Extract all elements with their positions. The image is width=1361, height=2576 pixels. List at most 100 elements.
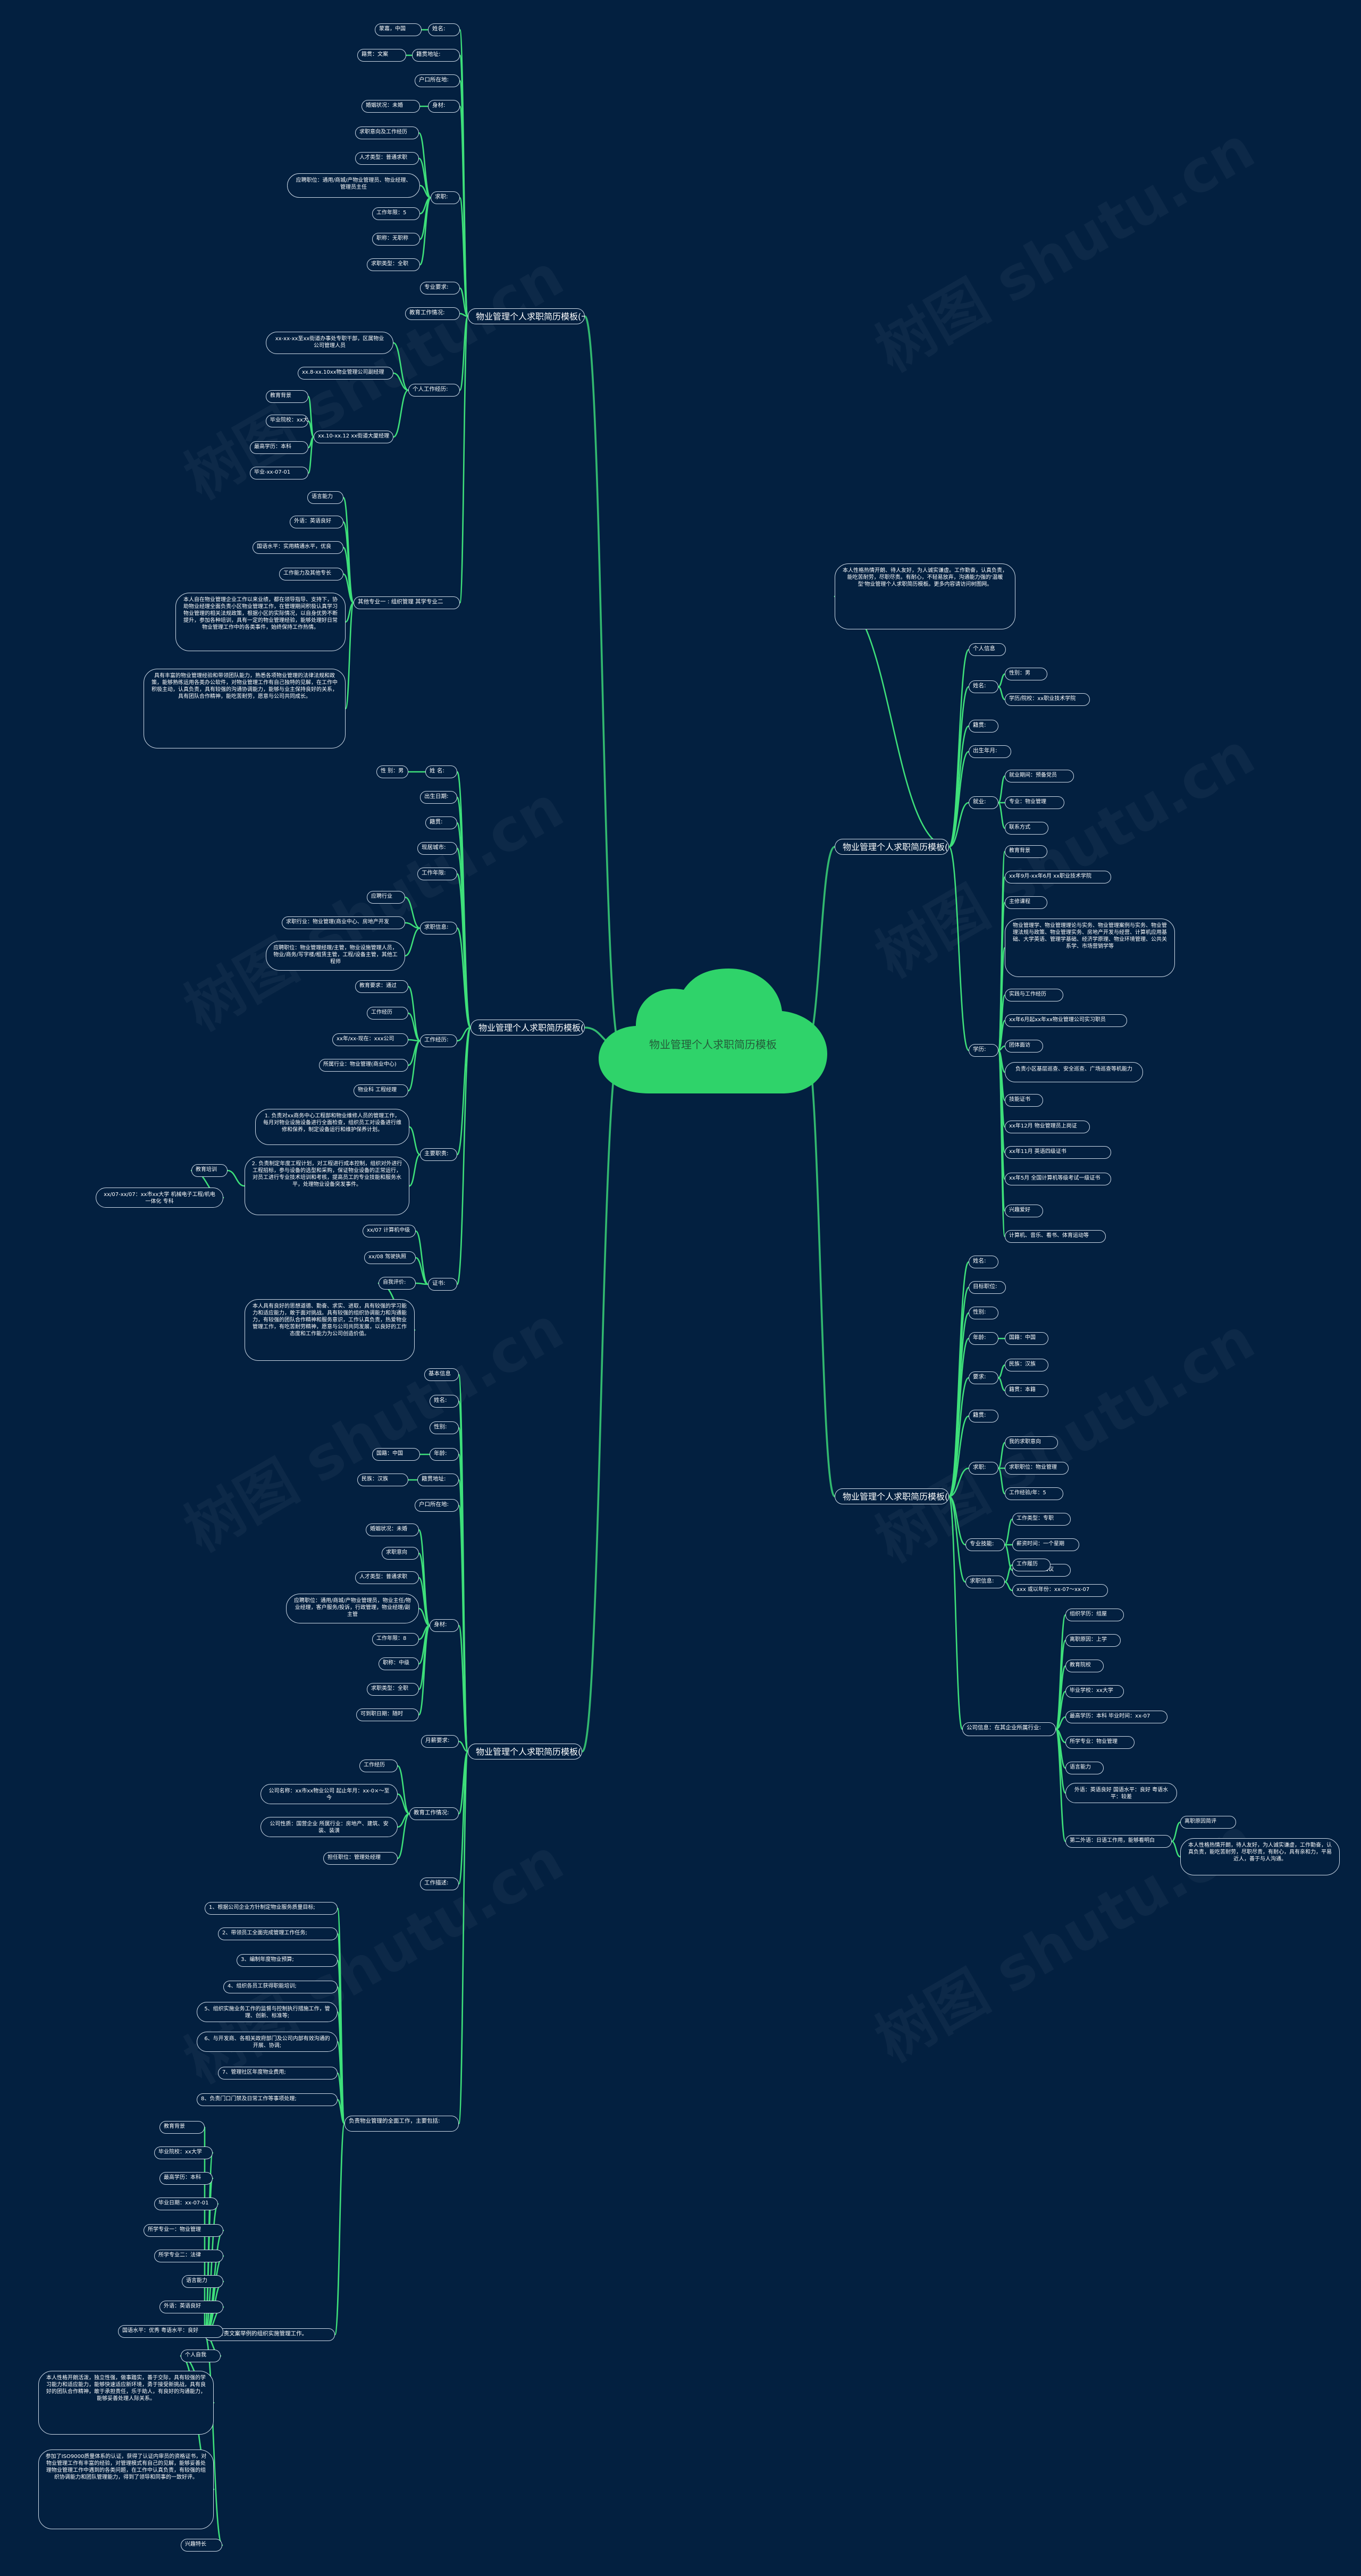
mindmap-node-b1-q2[interactable]: 应聘职位：通用/商城/产物业管理员、物业经理、管理员主任: [287, 173, 420, 198]
mindmap-node-b4-jy[interactable]: 求职信息:: [965, 1576, 1005, 1588]
mindmap-node-b1-g2[interactable]: xx.10-xx.12 xx街道大厦经理: [314, 431, 393, 443]
mindmap-node-b1-t1[interactable]: 外语：英语良好: [290, 516, 343, 528]
mindmap-node-b1-q0[interactable]: 求职意向及工作经历: [355, 127, 419, 139]
mindmap-node-b3-q0[interactable]: 应聘行业: [367, 891, 405, 904]
mindmap-node-b2-x5[interactable]: xx年6月起xx年xx物业管理公司实习职员: [1005, 1014, 1127, 1027]
mindmap-node-b1-xmv[interactable]: 蒙嘉，中国: [375, 23, 422, 36]
mindmap-node-b2-x4[interactable]: 实践与工作经历: [1005, 989, 1063, 1001]
mindmap-node-b4-i3[interactable]: 年龄:: [969, 1332, 998, 1345]
mindmap-node-b5-s6[interactable]: 求职类型：全职: [367, 1683, 419, 1696]
mindmap-node-b3-t1[interactable]: 出生日期:: [420, 791, 457, 804]
mindmap-node-b5-z5[interactable]: 6、与开发商、各相关政府部门及公司内部有效沟通的开展、协调;: [197, 2032, 338, 2052]
mindmap-node-b5-e3[interactable]: 毕业日期：xx-07-01: [154, 2198, 218, 2210]
mindmap-node-b3-zs[interactable]: 证书:: [428, 1278, 457, 1291]
mindmap-node-b1-g0[interactable]: xx-xx-xx至xx街道办事处专职干部，区属物业公司管理人员: [266, 332, 393, 354]
mindmap-node-b2-xl[interactable]: 学历/院校：xx职业技术学院: [1005, 693, 1090, 706]
mindmap-node-b5-e8[interactable]: 国语水平：优秀 粤语水平：良好: [118, 2325, 223, 2338]
mindmap-node-b1-q5[interactable]: 求职类型：全职: [367, 258, 420, 271]
mindmap-node-b5-e2[interactable]: 最高学历：本科: [159, 2172, 213, 2185]
mindmap-node-b1-q1[interactable]: 人才类型：普通求职: [355, 152, 419, 165]
mindmap-node-b4-g5[interactable]: 所学专业：物业管理: [1065, 1736, 1135, 1749]
mindmap-node-b1-stv[interactable]: 婚姻状况：未婚: [362, 100, 420, 113]
mindmap-node-b4-jg[interactable]: 籍贯:: [969, 1410, 998, 1422]
mindmap-node-b3-g1[interactable]: 工作经历: [367, 1007, 408, 1020]
mindmap-node-b4-i0[interactable]: 姓名:: [969, 1256, 998, 1268]
mindmap-node-b4-i1[interactable]: 目标职位:: [969, 1281, 1006, 1294]
mindmap-node-b5-s4[interactable]: 工作年限：8: [372, 1633, 419, 1646]
mindmap-node-b1-t2[interactable]: 国语水平：实用精通水平，优良: [253, 541, 343, 554]
mindmap-node-b3-t0[interactable]: 性 别：男: [376, 765, 408, 778]
mindmap-node-b2-x3[interactable]: 物业管理学、物业管理理论与实务、物业管理案例与实务、物业管理法规与政策、物业管理…: [1005, 919, 1175, 977]
mindmap-node-b4-qz[interactable]: 求职:: [969, 1462, 998, 1475]
mindmap-node-b5-e6[interactable]: 语言能力: [182, 2275, 223, 2288]
mindmap-node-b4-g1[interactable]: 离职原因：上学: [1065, 1634, 1121, 1647]
mindmap-node-b3-z1[interactable]: 2. 负责制定年度工程计划，对工程进行成本控制，组织对外进行工程招标，参与设备的…: [245, 1157, 409, 1215]
mindmap-node-b1-p1[interactable]: 本人自在物业管理企业工作以来业绩，都在领导指导、支持下，协助物业经理全面负责小区…: [175, 593, 346, 651]
mindmap-node-b2-xm[interactable]: 姓名:: [969, 680, 998, 693]
mindmap-node-b1-e0[interactable]: 教育背景: [266, 390, 308, 403]
mindmap-node-b5-e1[interactable]: 毕业院校：xx大学: [154, 2146, 213, 2159]
mindmap-node-b3-q1[interactable]: 求职行业：物业管理(商业中心、房地产开发: [282, 916, 405, 929]
mindmap-node-b5-s0[interactable]: 婚姻状况：未婚: [366, 1523, 419, 1536]
mindmap-node-b2-xb[interactable]: 性别：男: [1005, 668, 1047, 680]
mindmap-node-b1-jl[interactable]: 教育工作情况:: [405, 307, 460, 320]
mindmap-node-b5-z1[interactable]: 2、带领员工全面完成管理工作任务;: [218, 1927, 338, 1940]
mindmap-node-b2-z1[interactable]: 专业：物业管理: [1005, 796, 1064, 809]
mindmap-node-b2-x10[interactable]: xx年11月 英语四级证书: [1005, 1146, 1111, 1159]
mindmap-node-b5-t3[interactable]: 年龄:: [430, 1448, 459, 1461]
mindmap-node-b2-x7[interactable]: 负责小区基层巡查、安全巡查、广场巡查等机能力: [1005, 1062, 1143, 1082]
mindmap-node-b5-p2[interactable]: 参加了ISO9000质量体系的认证，获得了认证内审员的资格证书，对物业管理工作有…: [38, 2449, 214, 2529]
mindmap-node-b4-y1[interactable]: 籍贯：本籍: [1005, 1384, 1048, 1397]
mindmap-node-b4-g8[interactable]: 第二外语：日语工作用，能够看明白: [1065, 1835, 1172, 1848]
mindmap-node-b4[interactable]: 物业管理个人求职简历模板(四): [835, 1488, 949, 1504]
mindmap-node-b3-s1[interactable]: xx/08 驾驶执照: [364, 1251, 416, 1264]
mindmap-node-b1-e2[interactable]: 最高学历：本科: [250, 441, 308, 454]
mindmap-node-b5-e5[interactable]: 所学专业二：法律: [154, 2250, 223, 2262]
mindmap-node-b4-gs[interactable]: 公司信息：在其企业所属行业:: [962, 1722, 1056, 1736]
mindmap-node-b1-g1[interactable]: xx.8-xx.10xx物业管理公司副经理: [298, 367, 393, 380]
mindmap-node-b5-t3v[interactable]: 国籍：中国: [372, 1448, 420, 1461]
mindmap-node-b3-s0[interactable]: xx/07 计算机中级: [363, 1225, 416, 1238]
mindmap-node-b3-p[interactable]: 本人具有良好的思想道德、勤奋、求实、进取，具有较强的学习能力和适应能力，敢于面对…: [245, 1299, 415, 1361]
mindmap-node-b5-e4[interactable]: 所学专业一：物业管理: [144, 2224, 223, 2237]
mindmap-node-b5-jl[interactable]: 教育工作情况:: [409, 1807, 459, 1820]
mindmap-node-b1-xm[interactable]: 姓名:: [428, 23, 460, 36]
mindmap-node-b3-g2[interactable]: xx年/xx-现在：xxx公司: [332, 1033, 408, 1046]
mindmap-node-b2-zp[interactable]: 就业:: [969, 796, 998, 809]
mindmap-node-b1-hk[interactable]: 户口所在地:: [415, 74, 460, 87]
mindmap-node-b4-j0[interactable]: 工作履历: [1012, 1559, 1051, 1571]
mindmap-node-b3-xm[interactable]: 姓 名:: [425, 765, 457, 778]
mindmap-node-b5-e9[interactable]: 个人自我: [181, 2350, 221, 2362]
mindmap-node-b1-qz[interactable]: 求职:: [431, 191, 460, 204]
mindmap-node-b1-st[interactable]: 身材:: [428, 100, 460, 113]
mindmap-node-b2-cs[interactable]: 出生年月:: [969, 745, 1011, 758]
mindmap-node-b4-yq[interactable]: 要求:: [969, 1371, 998, 1384]
mindmap-node-b2-x0[interactable]: 教育背景: [1005, 845, 1047, 858]
mindmap-node-b5-s3[interactable]: 应聘职位：通用/商城/产物业管理员，物业主任/物业经理，客户服务/投诉，行政管理…: [286, 1594, 419, 1623]
mindmap-node-b2-x6[interactable]: 团体面访: [1005, 1040, 1043, 1053]
mindmap-node-b4-q2[interactable]: 工作经验/年：5: [1005, 1487, 1063, 1500]
mindmap-node-b5-z7[interactable]: 8、负责门口门禁及日常工作等事项处理;: [197, 2093, 338, 2106]
mindmap-node-b4-i2[interactable]: 性别:: [969, 1307, 998, 1319]
mindmap-node-b4-i3v[interactable]: 国籍：中国: [1005, 1332, 1048, 1345]
mindmap-node-b3-zy[interactable]: 主要职责:: [420, 1148, 457, 1161]
mindmap-node-b2-x11[interactable]: xx年5月 全国计算机等级考试一级证书: [1005, 1173, 1111, 1185]
mindmap-node-b1-e1[interactable]: 毕业院校：xx大学: [266, 415, 308, 427]
mindmap-node-b5-z3[interactable]: 4、组织各员工获得职能培训;: [223, 1981, 338, 1993]
mindmap-node-b2-x12[interactable]: 兴趣爱好: [1005, 1205, 1043, 1217]
mindmap-node-b4-q1[interactable]: 求职职位：物业管理: [1005, 1462, 1069, 1475]
mindmap-node-b3-z0[interactable]: 1. 负责对xx商务中心工程部和物业维修人员的管理工作，每月对物业设施设备进行全…: [255, 1109, 409, 1145]
mindmap-node-b4-y0[interactable]: 民族：汉族: [1005, 1359, 1048, 1371]
mindmap-node-b5-z0[interactable]: 1、根据公司企业方针制定物业服务质量目标;: [205, 1902, 338, 1915]
mindmap-node-b1-zy[interactable]: 专业要求:: [420, 282, 460, 294]
mindmap-node-b5[interactable]: 物业管理个人求职简历模板(五): [468, 1744, 582, 1760]
mindmap-node-b3-t4[interactable]: 工作年限:: [417, 868, 457, 880]
mindmap-node-b5-s2[interactable]: 人才类型：普通求职: [355, 1571, 419, 1584]
mindmap-node-b5-s1[interactable]: 求职意向: [382, 1547, 419, 1560]
mindmap-node-b4-z1[interactable]: 薪资时间：一个星期: [1012, 1538, 1079, 1551]
mindmap-node-b5-gz[interactable]: 工作描述:: [420, 1878, 459, 1890]
root-node[interactable]: 物业管理个人求职简历模板: [599, 969, 827, 1099]
mindmap-node-b2-x13[interactable]: 计算机、音乐、看书、体育运动等: [1005, 1230, 1106, 1243]
mindmap-node-b3-q2[interactable]: 应聘职位：物业管理经理/主管，物业设施管理人员，物业/商务/写字楼/租赁主管，工…: [266, 941, 405, 971]
mindmap-node-b5-e7[interactable]: 外语：英语良好: [159, 2301, 223, 2313]
